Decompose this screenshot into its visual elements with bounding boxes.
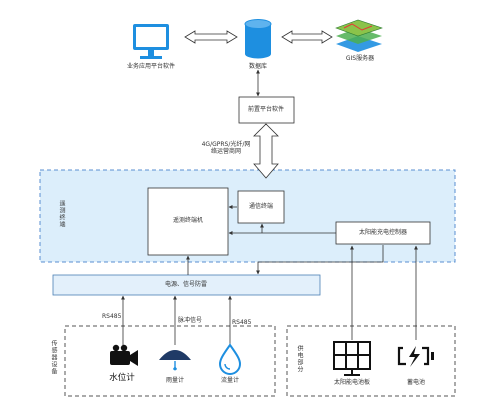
sensor-group-label: 传感器设备: [50, 340, 57, 375]
comm-terminal-box: [237, 190, 285, 224]
power-signal-box: [52, 274, 321, 296]
frontend-software-box: [238, 96, 295, 124]
database-label: 数据库: [248, 63, 268, 70]
rain-gauge-label: 雨量计: [165, 377, 185, 384]
power-signal-label: 电源、信号防雷: [164, 281, 208, 288]
battery-icon: [397, 346, 434, 367]
monitor-terminal-group-label: 遥测终端: [58, 200, 65, 228]
battery-label: 蓄电池: [406, 379, 426, 386]
network-label: 4G/GPRS/光纤/网 络运营商网: [201, 141, 251, 155]
database-icon: [244, 19, 272, 59]
pulse-label: 脉冲信号: [178, 317, 203, 324]
water-drop-icon: [218, 343, 242, 375]
platform-software-label: 业务应用平台软件: [126, 63, 176, 70]
power-group-label: 供电部分: [296, 345, 303, 373]
sensor-region: [64, 325, 276, 397]
gis-layers-icon: [335, 19, 383, 52]
solar-controller-label: 太阳能充电控制器: [358, 229, 408, 236]
terminal-unit-label: 遥测终端机: [172, 217, 204, 224]
water-level-label: 水位计: [109, 373, 135, 383]
platform-db-arrow: [184, 30, 238, 44]
network-arrow: [253, 123, 279, 179]
umbrella-icon: [159, 350, 191, 371]
terminal-unit-box: [147, 187, 229, 256]
controller-to-power: [256, 245, 384, 275]
frontend-software-label: 前置平台软件: [247, 106, 285, 113]
gis-server-label: GIS服务器: [345, 55, 375, 62]
camera-icon: [110, 344, 138, 366]
solar-panel-label: 太阳能电池板: [333, 379, 371, 386]
db-gis-arrow: [281, 30, 333, 44]
rs485-left-label: RS485: [102, 313, 122, 320]
rs485-right-label: RS485: [232, 319, 252, 326]
flow-meter-label: 流量计: [220, 377, 240, 384]
solar-panel-icon: [333, 341, 371, 376]
monitor-icon: [133, 24, 169, 59]
comm-terminal-label: 通信终端: [248, 203, 274, 210]
